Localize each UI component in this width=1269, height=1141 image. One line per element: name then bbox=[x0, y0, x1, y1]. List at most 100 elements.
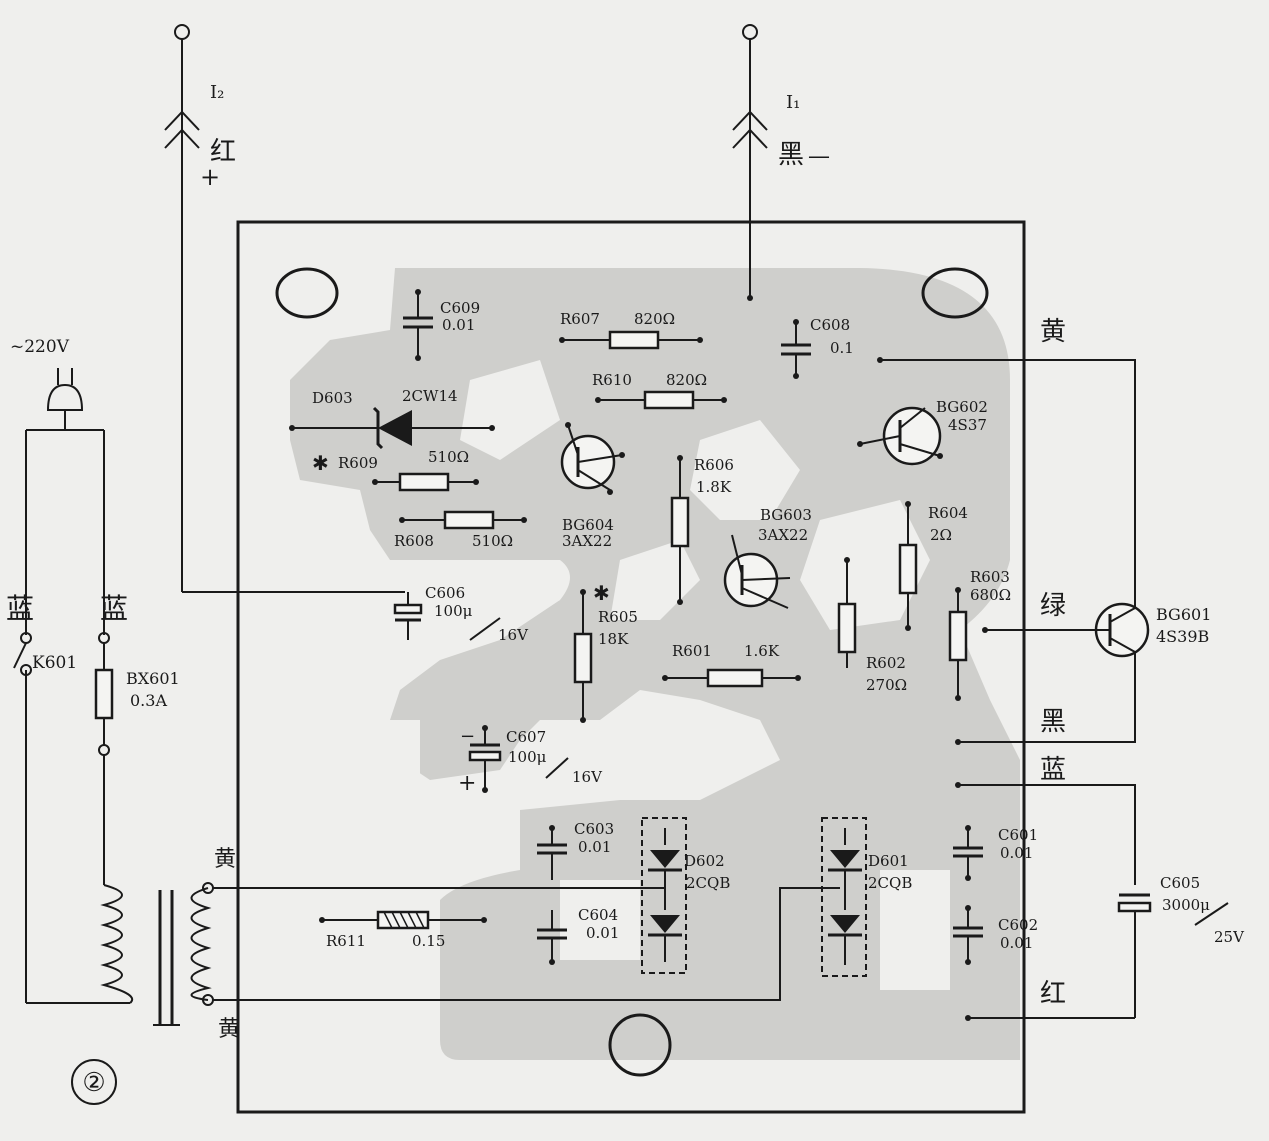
bg601-ref: BG601 bbox=[1156, 605, 1211, 624]
c605-ref: C605 bbox=[1160, 874, 1200, 892]
r608-ref: R608 bbox=[394, 532, 434, 550]
mounting-hole bbox=[921, 267, 989, 319]
transistor-bg604: BG604 3AX22 bbox=[560, 422, 625, 550]
c604-value: 0.01 bbox=[586, 924, 619, 942]
capacitor-c603: C603 0.01 bbox=[537, 820, 614, 880]
c607-voltage: 16V bbox=[572, 768, 603, 786]
r603-value: 680Ω bbox=[970, 586, 1011, 604]
bg601-value: 4S39B bbox=[1156, 627, 1209, 646]
c604-ref: C604 bbox=[578, 906, 618, 924]
c608-value: 0.1 bbox=[830, 339, 854, 357]
r606-value: 1.8K bbox=[696, 478, 732, 496]
resistor-r610: R610 820Ω bbox=[592, 371, 727, 410]
bg601-mid-color: 绿 bbox=[1040, 591, 1066, 621]
figure-number-circle bbox=[71, 1059, 117, 1105]
bx601-ref: BX601 bbox=[126, 669, 180, 688]
figure-number: ② bbox=[82, 1068, 105, 1098]
r601-value: 1.6K bbox=[744, 642, 780, 660]
blue-lead-color: 蓝 bbox=[1040, 755, 1066, 785]
transistor-bg603: BG603 3AX22 bbox=[723, 506, 812, 609]
transformer-bottom-color: 黄 bbox=[218, 1017, 240, 1042]
resistor-r604: R604 2Ω bbox=[898, 501, 968, 631]
board-outline bbox=[236, 220, 1026, 1114]
mounting-hole bbox=[608, 1013, 672, 1077]
capacitor-c601: C601 0.01 bbox=[953, 825, 1038, 881]
bg602-ref: BG602 bbox=[936, 398, 988, 416]
resistor-r608: R608 510Ω bbox=[394, 510, 527, 550]
bg603-value: 3AX22 bbox=[758, 526, 808, 544]
c606-value: 100μ bbox=[434, 602, 473, 620]
transistor-bg602: BG602 4S37 bbox=[857, 398, 988, 466]
transformer-wire-bottom bbox=[213, 887, 840, 1001]
i2-polarity: + bbox=[200, 163, 220, 191]
d602-ref: D602 bbox=[684, 852, 725, 870]
r604-ref: R604 bbox=[928, 504, 968, 522]
i2-label: I₂ bbox=[210, 82, 224, 103]
r605-ref: R605 bbox=[598, 608, 638, 626]
r607-ref: R607 bbox=[560, 310, 600, 328]
k601-ref: K601 bbox=[32, 653, 77, 673]
copper-traces bbox=[290, 268, 1020, 1060]
diode-d601: D601 2CQB bbox=[821, 817, 912, 977]
resistor-r609: ✱ R609 510Ω bbox=[312, 448, 479, 492]
c602-value: 0.01 bbox=[1000, 934, 1033, 952]
c609-ref: C609 bbox=[440, 299, 480, 317]
fuse-bx601: BX601 0.3A bbox=[94, 632, 180, 756]
c601-ref: C601 bbox=[998, 826, 1038, 844]
i1-polarity: — bbox=[808, 144, 830, 169]
d602-value: 2CQB bbox=[686, 874, 730, 892]
capacitor-c605: C605 3000μ 25V bbox=[1117, 874, 1245, 1018]
r604-value: 2Ω bbox=[930, 526, 952, 544]
r611-value: 0.15 bbox=[412, 932, 445, 950]
c607-minus: − bbox=[460, 726, 475, 747]
resistor-r607: R607 820Ω bbox=[559, 310, 703, 350]
c606-ref: C606 bbox=[425, 584, 465, 602]
r603-ref: R603 bbox=[970, 568, 1010, 586]
resistor-r611: R611 0.15 bbox=[319, 910, 487, 950]
bg602-lead-color: 黄 bbox=[1040, 317, 1066, 347]
black-lead-color: 黑 bbox=[1040, 707, 1066, 737]
capacitor-c608: C608 0.1 bbox=[781, 316, 854, 379]
d603-ref: D603 bbox=[312, 389, 353, 407]
capacitor-c609: C609 0.01 bbox=[403, 289, 480, 361]
r608-value: 510Ω bbox=[472, 532, 513, 550]
terminal-i2: I₂ 红 + bbox=[164, 24, 236, 592]
r609-ref: R609 bbox=[338, 454, 378, 472]
d601-value: 2CQB bbox=[868, 874, 912, 892]
c603-ref: C603 bbox=[574, 820, 614, 838]
c602-ref: C602 bbox=[998, 916, 1038, 934]
board-cutouts bbox=[280, 360, 950, 990]
bg602-wire bbox=[880, 359, 1136, 608]
diode-d602: D602 2CQB bbox=[641, 817, 730, 974]
switch-k601: K601 bbox=[13, 632, 77, 676]
r606-ref: R606 bbox=[694, 456, 734, 474]
bg602-value: 4S37 bbox=[948, 416, 987, 434]
blue-lead-wire bbox=[958, 784, 1136, 885]
bg604-ref: BG604 bbox=[562, 516, 614, 534]
transformer-top-color: 黄 bbox=[214, 847, 236, 872]
c607-plus: + bbox=[458, 771, 476, 796]
r610-ref: R610 bbox=[592, 371, 632, 389]
resistor-r603: R603 680Ω bbox=[948, 568, 1011, 701]
c601-value: 0.01 bbox=[1000, 844, 1033, 862]
terminal-i1: I₁ 黑 — bbox=[732, 24, 830, 301]
d603-value: 2CW14 bbox=[402, 387, 458, 405]
left-blue-1: 蓝 bbox=[6, 592, 34, 625]
bg604-value: 3AX22 bbox=[562, 532, 612, 550]
c603-value: 0.01 bbox=[578, 838, 611, 856]
c608-ref: C608 bbox=[810, 316, 850, 334]
r607-value: 820Ω bbox=[634, 310, 675, 328]
c607-ref: C607 bbox=[506, 728, 546, 746]
red-lead-color: 红 bbox=[1040, 979, 1066, 1009]
r605-mark: ✱ bbox=[593, 581, 610, 605]
i1-color: 黑 bbox=[778, 140, 804, 170]
bx601-value: 0.3A bbox=[130, 691, 167, 710]
r601-ref: R601 bbox=[672, 642, 712, 660]
transistor-bg601: BG601 4S39B bbox=[1094, 602, 1211, 658]
i1-label: I₁ bbox=[786, 92, 800, 113]
diode-d603: D603 2CW14 bbox=[289, 387, 495, 450]
r605-value: 18K bbox=[598, 630, 629, 648]
black-lead-wire bbox=[958, 652, 1136, 743]
